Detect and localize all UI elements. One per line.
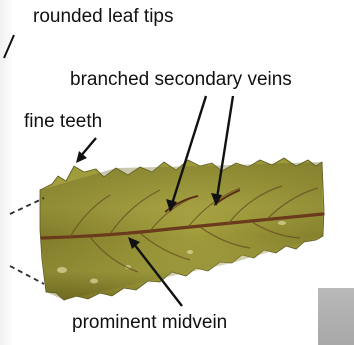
adjacent-image-corner <box>318 288 354 345</box>
label-rounded-leaf-tips: rounded leaf tips <box>33 6 174 28</box>
dashed-connector-bottom <box>10 266 44 284</box>
label-prominent-midvein: prominent midvein <box>72 312 227 334</box>
arrow-fine-teeth <box>76 138 96 163</box>
label-branched-secondary-veins: branched secondary veins <box>70 69 292 91</box>
label-fine-teeth: fine teeth <box>24 111 102 133</box>
dashed-connector-top <box>10 198 44 214</box>
leaf-tips-callout-line <box>4 35 14 58</box>
leaf-shading <box>40 162 323 300</box>
